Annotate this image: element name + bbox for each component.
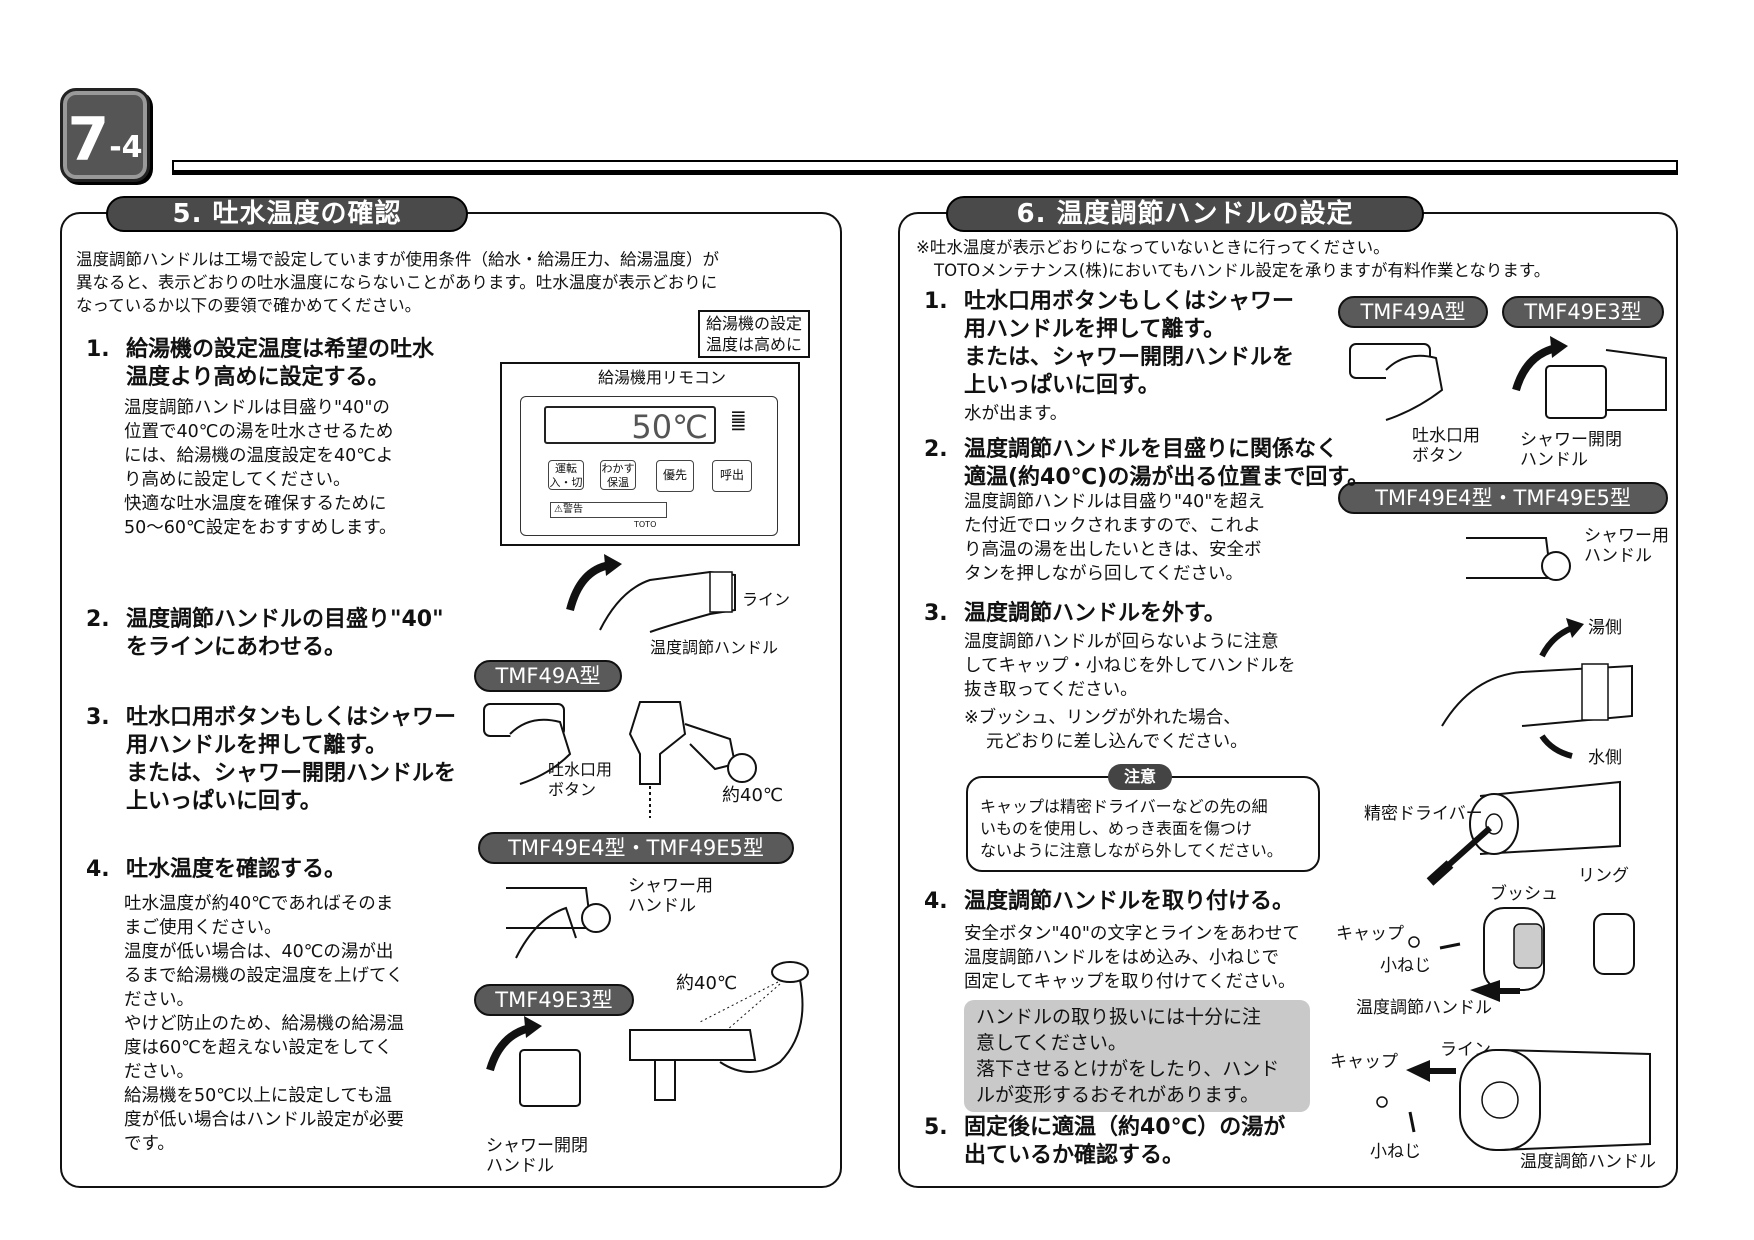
remote-body: [520, 396, 778, 536]
remote-button-heat[interactable]: わかす保温: [600, 460, 636, 490]
faucet-a-illustration: [483, 701, 757, 818]
left-step4-body: 吐水温度が約40℃であればそのま まご使用ください。 温度が低い場合は、40℃の…: [124, 894, 404, 1154]
section-badge: 7-4: [60, 88, 150, 182]
label-temp-40: 約40℃: [722, 785, 784, 806]
exploded-handle-illustration: [1408, 907, 1635, 1002]
remote-button-call[interactable]: 呼出: [712, 460, 752, 492]
remote-menu-icon: ≡≡: [730, 403, 747, 437]
right-title: 6. 温度調節ハンドルの設定: [946, 196, 1424, 232]
right-label-shower-handle: シャワー用 ハンドル: [1584, 526, 1669, 566]
left-intro: 温度調節ハンドルは工場で設定していますが使用条件（給水・給湯圧力、給湯温度）が …: [76, 250, 720, 315]
right-step5-title: 5.固定後に適温（約40℃）の湯が 出ているか確認する。: [924, 1115, 1286, 1168]
left-model-e4e5: TMF49E4型・TMF49E5型: [478, 832, 794, 864]
right-label-open-handle: シャワー開閉 ハンドル: [1520, 430, 1622, 470]
right-step1-body: 水が出ます。: [964, 404, 1068, 424]
right-step1-illustrations: [1349, 336, 1667, 421]
label-cold-side: 水側: [1588, 748, 1622, 768]
badge-sub: -4: [109, 130, 143, 165]
handling-warning-box: [964, 1000, 1310, 1112]
left-step2-title: 2.温度調節ハンドルの目盛り"40" をラインにあわせる。: [86, 607, 444, 660]
right-step2-body: 温度調節ハンドルは目盛り"40"を超え た付近でロックされますので、これよ り高…: [964, 492, 1265, 584]
caution-tag: 注意: [1108, 764, 1172, 790]
remote-display[interactable]: 50℃: [544, 406, 716, 446]
right-notes: ※吐水温度が表示どおりになっていないときに行ってください。 TOTOメンテナンス…: [916, 238, 1551, 280]
label-ring: リング: [1578, 866, 1629, 886]
remote-frame: [500, 362, 800, 546]
hot-cold-illustration: [1441, 618, 1633, 759]
right-step4-title: 4.温度調節ハンドルを取り付ける。: [924, 889, 1295, 914]
hand-turn-illustration: [566, 554, 736, 633]
right-step1-title: 1.吐水口用ボタンもしくはシャワー 用ハンドルを押して離す。 または、シャワー開…: [924, 289, 1295, 398]
left-step4-title: 4.吐水温度を確認する。: [86, 857, 347, 882]
caution-text: キャップは精密ドライバーなどの先の細 いものを使用し、めっき表面を傷つけ ないよ…: [980, 797, 1283, 860]
remote-label: 給湯機用リモコン: [598, 368, 727, 387]
remote-warning-strip: ⚠警告: [550, 502, 667, 518]
left-step1-title: 1.給湯機の設定温度は希望の吐水 温度より高めに設定する。: [86, 337, 435, 390]
label-driver: 精密ドライバー: [1364, 804, 1483, 824]
faucet-e3-illustration: [486, 1016, 757, 1107]
label-shower-temp: 約40℃: [676, 973, 738, 994]
label-spout-button: 吐水口用 ボタン: [548, 760, 613, 799]
label-cap-1: キャップ: [1336, 924, 1404, 944]
remote-display-value: 50℃: [631, 408, 708, 446]
right-step3-title: 3.温度調節ハンドルを外す。: [924, 601, 1226, 626]
right-step4-body: 安全ボタン"40"の文字とラインをあわせて 温度調節ハンドルをはめ込み、小ねじで…: [964, 924, 1300, 992]
left-step3-title: 3.吐水口用ボタンもしくはシャワー 用ハンドルを押して離す。 または、シャワー開…: [86, 705, 457, 814]
right-label-button: 吐水口用 ボタン: [1412, 426, 1480, 466]
shower-handle-illustration: [506, 887, 611, 959]
label-line: ライン: [742, 590, 791, 609]
left-step1-body: 温度調節ハンドルは目盛り"40"の 位置で40℃の湯を吐水させるため には、給湯…: [124, 398, 397, 538]
right-step3-body: 温度調節ハンドルが回らないように注意 してキャップ・小ねじを外してハンドルを 抜…: [964, 632, 1296, 700]
label-handle-1: 温度調節ハンドル: [1356, 998, 1492, 1018]
left-title: 5. 吐水温度の確認: [106, 196, 468, 232]
final-assembly-illustration: [1376, 1049, 1651, 1151]
shower-head-illustration: [699, 961, 809, 1073]
right-step2-title: 2.温度調節ハンドルを目盛りに関係なく 適温(約40℃)の湯が出る位置まで回す。: [924, 437, 1370, 490]
label-cap-2: キャップ: [1330, 1052, 1398, 1072]
callout-box: 給湯機の設定 温度は高めに: [698, 310, 811, 358]
remote-button-power[interactable]: 運転入・切: [548, 460, 584, 490]
label-line-2: ライン: [1440, 1040, 1491, 1060]
label-handle-2: 温度調節ハンドル: [1520, 1152, 1656, 1172]
badge-main: 7: [67, 105, 110, 175]
right-model-e4e5: TMF49E4型・TMF49E5型: [1338, 482, 1668, 514]
right-shower-handle-illustration: [1466, 537, 1571, 581]
label-hot-side: 湯側: [1588, 618, 1622, 638]
remote-button-priority[interactable]: 優先: [656, 460, 694, 492]
label-screw-1: 小ねじ: [1380, 956, 1431, 976]
handling-warning-text: ハンドルの取り扱いには十分に注 意してください。 落下させるとけがをしたり、ハン…: [976, 1006, 1280, 1106]
label-temp-handle: 温度調節ハンドル: [650, 638, 779, 657]
label-open-handle: シャワー開閉 ハンドル: [486, 1136, 588, 1176]
remote-brand: TOTO: [634, 520, 657, 529]
right-step3-note: ※ブッシュ、リングが外れた場合、 元どおりに差し込んでください。: [964, 708, 1248, 752]
left-model-a: TMF49A型: [474, 660, 622, 692]
right-model-e3: TMF49E3型: [1502, 296, 1664, 328]
right-model-a: TMF49A型: [1338, 296, 1488, 328]
driver-illustration: [1426, 780, 1621, 886]
label-shower-handle: シャワー用 ハンドル: [628, 876, 713, 916]
label-screw-2: 小ねじ: [1370, 1142, 1421, 1162]
left-model-e3: TMF49E3型: [474, 984, 634, 1016]
label-bush: ブッシュ: [1490, 884, 1558, 904]
header-rule: [172, 160, 1678, 175]
